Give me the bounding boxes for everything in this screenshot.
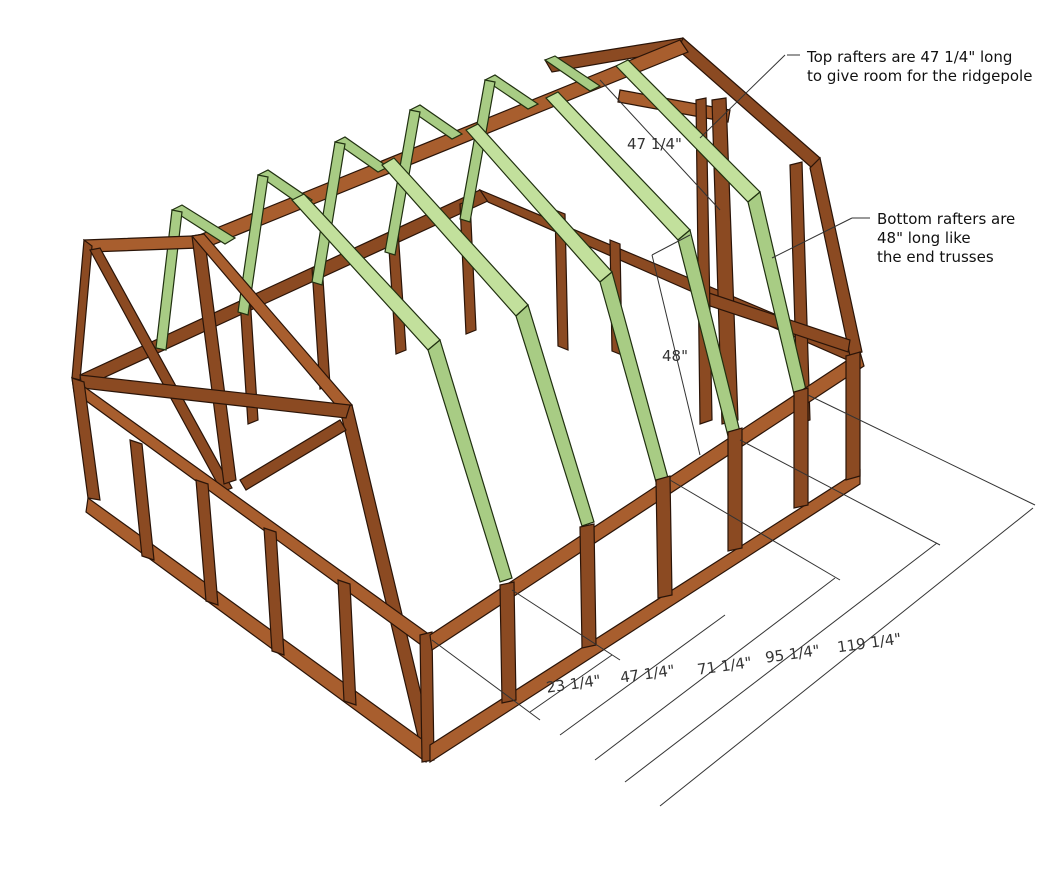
callout-line: Top rafters are 47 1/4" long — [807, 48, 1013, 66]
right-end-truss — [544, 36, 863, 425]
top-rafters-callout: Top rafters are 47 1/4" long to give roo… — [807, 48, 1032, 86]
top-rafter-dimension: 47 1/4" — [627, 135, 682, 153]
callout-line: Bottom rafters are — [877, 210, 1016, 228]
left-side-wall — [71, 376, 435, 764]
callout-line: the end trusses — [877, 248, 994, 266]
bottom-rafters-callout: Bottom rafters are 48" long like the end… — [877, 210, 1015, 267]
left-end-truss — [71, 233, 433, 746]
front-side-wall — [429, 351, 865, 764]
top-rafters — [155, 55, 602, 351]
front-rafters — [291, 59, 807, 583]
bottom-rafter-dimension: 48" — [662, 347, 688, 365]
callout-line: to give room for the ridgepole — [807, 67, 1033, 85]
dimension-lines — [431, 54, 1036, 807]
callout-line: 48" long like — [877, 229, 971, 247]
